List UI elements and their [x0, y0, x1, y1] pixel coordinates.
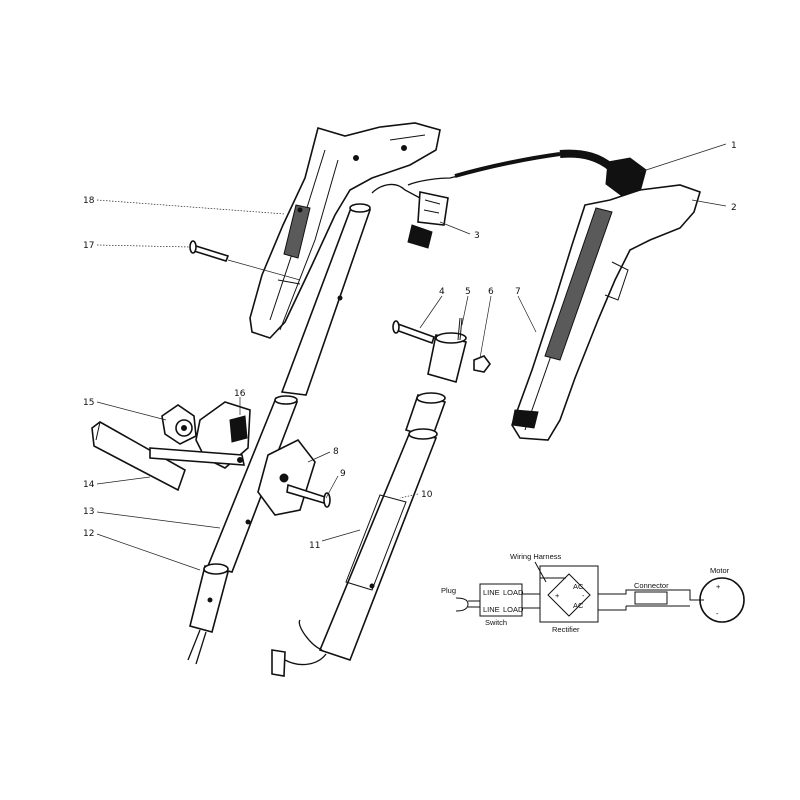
callout-11: 11 — [309, 541, 320, 551]
callout-7: 7 — [515, 287, 521, 297]
adjustment-knob — [161, 404, 197, 445]
lower-main-tube — [271, 392, 447, 677]
label-wiring-harness: Wiring Harness — [510, 552, 562, 561]
callout-10: 10 — [421, 490, 433, 500]
callout-5: 5 — [465, 287, 471, 297]
label-motor: Motor — [710, 566, 730, 575]
clamp-block — [257, 438, 331, 516]
switch — [407, 191, 449, 249]
callout-3: 3 — [474, 231, 480, 241]
upper-tube-left — [280, 203, 372, 396]
callout-15: 15 — [83, 398, 94, 408]
label-load-bottom: LOAD — [503, 605, 524, 614]
callout-4: 4 — [439, 287, 445, 297]
label-switch: Switch — [485, 618, 507, 627]
label-ac-top: AC — [573, 582, 584, 591]
label-line-top: LINE — [483, 588, 500, 597]
wiring-schematic: Wiring Harness Plug LINE LINE LOAD LOAD … — [441, 552, 745, 634]
callout-17: 17 — [83, 241, 94, 251]
label-connector: Connector — [634, 581, 669, 590]
right-handle-half — [511, 184, 701, 441]
callout-14: 14 — [83, 480, 95, 490]
foot-pad — [91, 421, 186, 492]
callout-12: 12 — [83, 529, 94, 539]
motor-minus: - — [716, 609, 719, 618]
power-cord-and-plug — [371, 149, 647, 199]
callout-8: 8 — [333, 447, 339, 457]
callout-numbers: 1 2 3 4 5 6 7 8 9 10 11 12 13 14 15 16 1… — [83, 141, 737, 551]
label-plus: + — [555, 591, 560, 600]
callout-18: 18 — [83, 196, 95, 206]
handle-screw — [189, 240, 230, 262]
coupling-hardware — [392, 317, 491, 383]
leader-lines — [96, 143, 727, 571]
lower-tube-left — [206, 395, 299, 573]
cord-strain-relief — [187, 563, 229, 665]
callout-1: 1 — [731, 141, 737, 151]
callout-2: 2 — [731, 203, 737, 213]
callout-16: 16 — [234, 389, 246, 399]
left-handle-half — [249, 122, 441, 339]
switch-box — [479, 583, 523, 617]
mounting-bracket — [149, 401, 251, 469]
label-rectifier: Rectifier — [552, 625, 580, 634]
callout-9: 9 — [340, 469, 346, 479]
label-minus: - — [582, 591, 585, 600]
motor-plus: + — [716, 582, 721, 591]
motor-symbol — [699, 577, 745, 623]
label-line-bottom: LINE — [483, 605, 500, 614]
connector-box — [634, 591, 668, 605]
label-ac-bottom: AC — [573, 601, 584, 610]
label-plug: Plug — [441, 586, 456, 595]
callout-13: 13 — [83, 507, 94, 517]
callout-6: 6 — [488, 287, 494, 297]
label-load-top: LOAD — [503, 588, 524, 597]
